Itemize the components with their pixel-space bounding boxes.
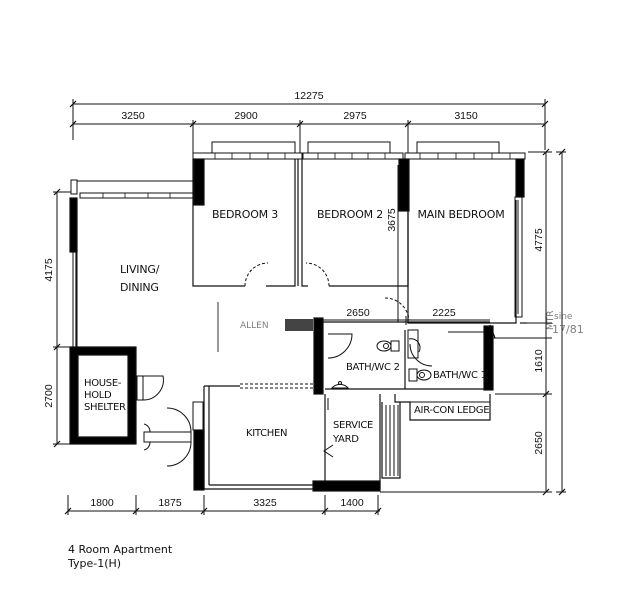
plan-subtitle: Type-1(H)	[68, 557, 122, 570]
room-service-yard-line1: SERVICE	[333, 420, 373, 431]
dim-left-2: 2700	[43, 384, 55, 408]
doors	[136, 262, 433, 467]
room-bedroom2: BEDROOM 2	[317, 208, 383, 221]
dim-bottom-1: 1800	[90, 497, 114, 509]
dim-right-1: 4775	[533, 228, 545, 252]
watermark-vertical: MTR	[546, 310, 556, 330]
basin-icon	[408, 338, 421, 353]
room-kitchen: KITCHEN	[246, 428, 287, 439]
watermark: ALLEN sine 17/81 MTR	[240, 310, 584, 336]
plan-title: 4 Room Apartment	[68, 543, 173, 556]
fixtures-lines	[217, 302, 490, 476]
dimension-labels: 12275 3250 2900 2975 3150 1800 1875 3325…	[43, 90, 545, 509]
dim-right-3: 2650	[533, 431, 545, 455]
room-service-yard-line2: YARD	[332, 434, 359, 445]
room-main-bedroom: MAIN BEDROOM	[417, 208, 504, 221]
room-labels: BEDROOM 3 BEDROOM 2 MAIN BEDROOM LIVING/…	[84, 208, 505, 445]
dim-top-1: 3250	[121, 110, 145, 122]
room-bath1: BATH/WC 1	[433, 370, 487, 381]
dim-bottom-2: 1875	[158, 497, 182, 509]
room-shelter-line2: HOLD	[84, 390, 112, 401]
room-living-line2: DINING	[120, 281, 159, 294]
dim-top-2: 2900	[234, 110, 258, 122]
dim-right-2: 1610	[533, 349, 545, 373]
watermark-left: ALLEN	[240, 321, 269, 331]
plan-caption: 4 Room Apartment Type-1(H)	[68, 543, 172, 571]
dim-bedroom2-depth: 3675	[386, 208, 398, 232]
dim-top-3: 2975	[343, 110, 367, 122]
dim-left-1: 4175	[43, 258, 55, 282]
toilet-icon	[416, 369, 432, 381]
room-bedroom3: BEDROOM 3	[212, 208, 278, 221]
dim-bath1-width: 2225	[432, 307, 456, 319]
room-bath2: BATH/WC 2	[346, 362, 400, 373]
dimension-lines	[53, 99, 566, 515]
watermark-right-1: sine	[554, 312, 573, 322]
walls	[69, 158, 527, 492]
dim-bath2-width: 2650	[346, 307, 370, 319]
dim-top-4: 3150	[454, 110, 478, 122]
dim-bottom-4: 1400	[340, 497, 364, 509]
room-shelter-line3: SHELTER	[84, 402, 126, 413]
room-living-line1: LIVING/	[120, 263, 160, 276]
dim-top-total: 12275	[294, 90, 323, 102]
sanitary-fixtures	[330, 329, 484, 389]
watermark-right-2: 17/81	[552, 323, 584, 336]
dim-bottom-3: 3325	[253, 497, 277, 509]
room-aircon-ledge: AIR-CON LEDGE	[414, 405, 489, 416]
room-shelter-line1: HOUSE-	[84, 378, 122, 389]
